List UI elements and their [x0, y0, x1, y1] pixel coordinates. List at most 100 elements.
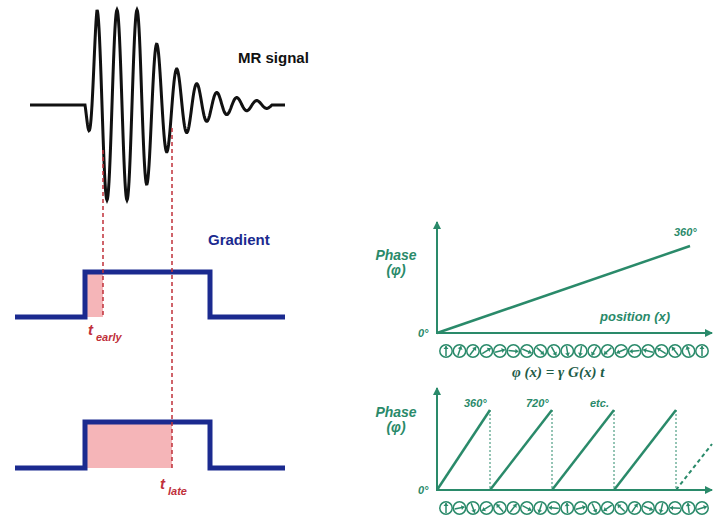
spin-circle — [601, 345, 613, 357]
spin-arrow — [672, 347, 678, 355]
spin-arrowhead — [472, 347, 476, 351]
phase-value: 0° — [418, 484, 429, 496]
phase-wrap — [552, 410, 553, 490]
spin-arrowhead — [515, 349, 518, 354]
spin-arrow — [592, 347, 597, 356]
spin-arrowhead — [528, 350, 532, 355]
spin-circle — [669, 345, 681, 357]
spin-arrow — [618, 504, 625, 511]
phase-ramp — [676, 444, 712, 490]
spin-circle — [655, 502, 667, 514]
spin-circle — [642, 502, 654, 514]
spin-circle — [453, 345, 465, 357]
spin-circle — [521, 345, 533, 357]
spin-row — [440, 345, 708, 357]
spin-arrowhead — [649, 507, 653, 512]
spin-circle — [521, 502, 533, 514]
spin-circle — [467, 345, 479, 357]
phase-sawtooth — [437, 410, 712, 490]
spin-row — [440, 502, 708, 514]
phase-wrap — [676, 410, 677, 490]
spin-circle — [548, 502, 560, 514]
spin-arrow — [632, 504, 638, 512]
spin-circle — [575, 345, 587, 357]
spin-arrow — [470, 347, 476, 355]
spin-arrowhead — [444, 503, 449, 506]
axis-title: Phase (φ) — [368, 405, 424, 436]
spin-arrowhead — [686, 503, 691, 506]
gradient-area — [85, 422, 172, 468]
spin-arrowhead — [604, 351, 608, 355]
time-marker — [171, 128, 173, 470]
axis — [436, 388, 438, 491]
spin-arrowhead — [578, 353, 583, 356]
spin-arrow — [537, 348, 544, 355]
spin-circle — [615, 502, 627, 514]
spin-circle — [507, 502, 519, 514]
spin-arrowhead — [659, 509, 664, 512]
spin-arrow — [604, 505, 612, 511]
spin-arrowhead — [513, 504, 517, 508]
spin-arrowhead — [553, 352, 557, 356]
spin-arrowhead — [634, 504, 638, 508]
spin-arrow — [522, 506, 531, 511]
spin-circle — [480, 502, 492, 514]
spin-arrowhead — [501, 348, 505, 353]
spin-circle — [682, 502, 694, 514]
phase-ramp — [552, 410, 614, 490]
spin-arrowhead — [458, 346, 463, 350]
time-label: t — [160, 476, 165, 493]
mr-signal-wave — [30, 10, 285, 200]
spin-arrow — [657, 348, 665, 353]
spin-circle — [534, 502, 546, 514]
equation: φ (x) = γ G(x) t — [512, 364, 604, 381]
time-subscript: late — [168, 485, 187, 497]
spin-circle — [507, 345, 519, 357]
phase-ramp — [437, 410, 490, 490]
spin-arrowhead — [549, 505, 552, 510]
spin-circle — [601, 502, 613, 514]
phase-ramp — [614, 410, 676, 490]
axis-title: Phase (φ) — [368, 248, 424, 279]
spin-arrowhead — [672, 347, 676, 351]
spin-circle — [628, 345, 640, 357]
spin-circle — [440, 502, 452, 514]
spin-arrowhead — [497, 504, 501, 508]
gradient-pulse — [15, 422, 285, 468]
spin-arrow — [510, 504, 516, 512]
spin-arrowhead — [700, 346, 705, 349]
spin-circle — [696, 345, 708, 357]
gradient-area — [85, 272, 103, 317]
spin-circle — [561, 345, 573, 357]
spin-arrowhead — [461, 505, 464, 510]
spin-arrowhead — [444, 346, 449, 349]
time-label: t — [88, 322, 93, 339]
phase-line — [437, 246, 690, 333]
spin-arrowhead — [643, 348, 647, 353]
phase-value: 0° — [418, 327, 429, 339]
phase-value: 360° — [464, 397, 487, 409]
spin-arrowhead — [630, 349, 633, 354]
spin-arrowhead — [565, 353, 570, 356]
signal-title: MR signal — [238, 50, 309, 67]
spin-circle — [440, 345, 452, 357]
spin-circle — [467, 502, 479, 514]
spin-arrowhead — [482, 507, 486, 511]
spin-circle — [682, 345, 694, 357]
spin-arrowhead — [527, 507, 531, 511]
spin-arrowhead — [487, 348, 491, 352]
spin-arrowhead — [686, 346, 691, 350]
phase-wrap — [614, 410, 615, 490]
phase-wrap — [490, 410, 491, 490]
spin-arrowhead — [657, 348, 661, 352]
spin-circle — [480, 345, 492, 357]
spin-circle — [628, 502, 640, 514]
spin-arrowhead — [593, 509, 598, 513]
axis-title: position (x) — [600, 310, 670, 324]
spin-circle — [494, 502, 506, 514]
spin-arrowhead — [703, 505, 707, 510]
spin-arrow — [497, 504, 504, 511]
spin-arrowhead — [591, 352, 595, 356]
spin-circle — [642, 345, 654, 357]
spin-arrowhead — [604, 507, 608, 511]
